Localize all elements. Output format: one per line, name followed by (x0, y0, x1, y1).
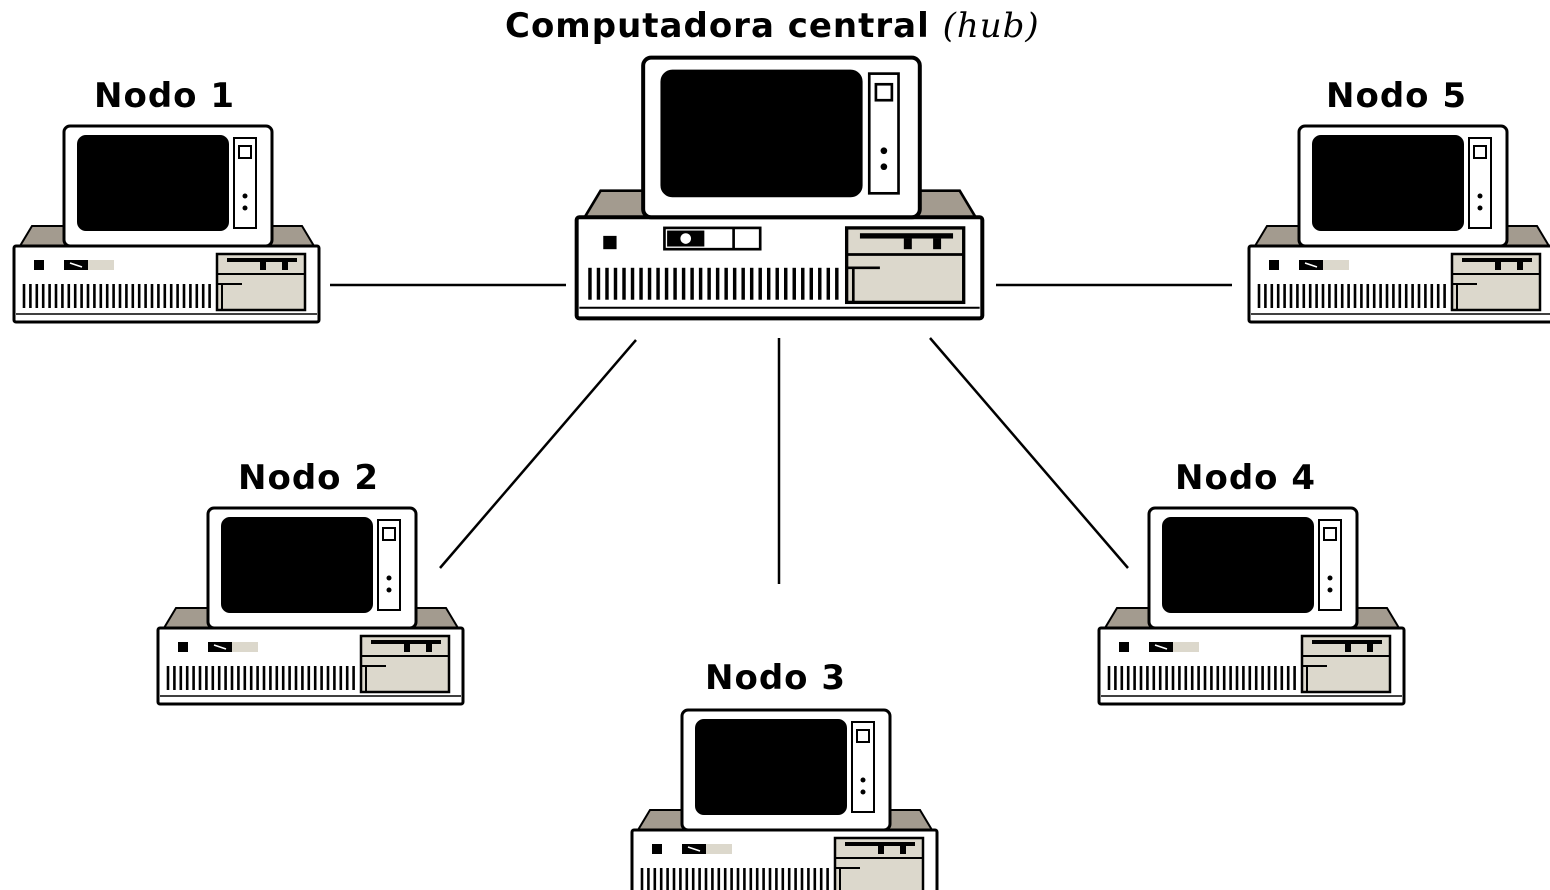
switch-panel (682, 844, 732, 854)
node-2-computer (156, 506, 465, 706)
monitor-screen (1162, 517, 1314, 613)
monitor-controls (233, 137, 257, 229)
monitor-controls (851, 721, 875, 813)
node-1-label: Nodo 1 (94, 76, 236, 116)
monitor-controls (377, 519, 401, 611)
power-light (34, 260, 44, 270)
hub-label: Computadora central (hub) (505, 6, 1040, 46)
node-5-computer (1247, 124, 1550, 324)
monitor-controls (1468, 137, 1492, 229)
power-light (178, 642, 188, 652)
monitor-screen (77, 135, 229, 231)
node-4-computer (1097, 506, 1406, 706)
switch-panel (208, 642, 258, 652)
node-4-label: Nodo 4 (1175, 458, 1317, 498)
link-hub-node-2 (439, 339, 637, 569)
node-1-computer (12, 124, 321, 324)
hub-label-text: Computadora central (505, 6, 930, 46)
power-light (652, 844, 662, 854)
switch-panel (1149, 642, 1199, 652)
monitor-screen (1312, 135, 1464, 231)
power-light (1269, 260, 1279, 270)
power-light (603, 235, 617, 250)
power-light (1119, 642, 1129, 652)
node-5-label: Nodo 5 (1326, 76, 1468, 116)
node-3-computer (630, 708, 939, 890)
monitor-screen (660, 69, 863, 198)
monitor-screen (221, 517, 373, 613)
node-2-label: Nodo 2 (238, 458, 380, 498)
node-3-label: Nodo 3 (705, 658, 847, 698)
hub-computer (574, 55, 985, 321)
link-hub-node-4 (929, 337, 1129, 569)
hub-label-italic: (hub) (942, 6, 1040, 46)
switch-panel (64, 260, 114, 270)
monitor-screen (695, 719, 847, 815)
switch-panel (1299, 260, 1349, 270)
monitor-controls (1318, 519, 1342, 611)
